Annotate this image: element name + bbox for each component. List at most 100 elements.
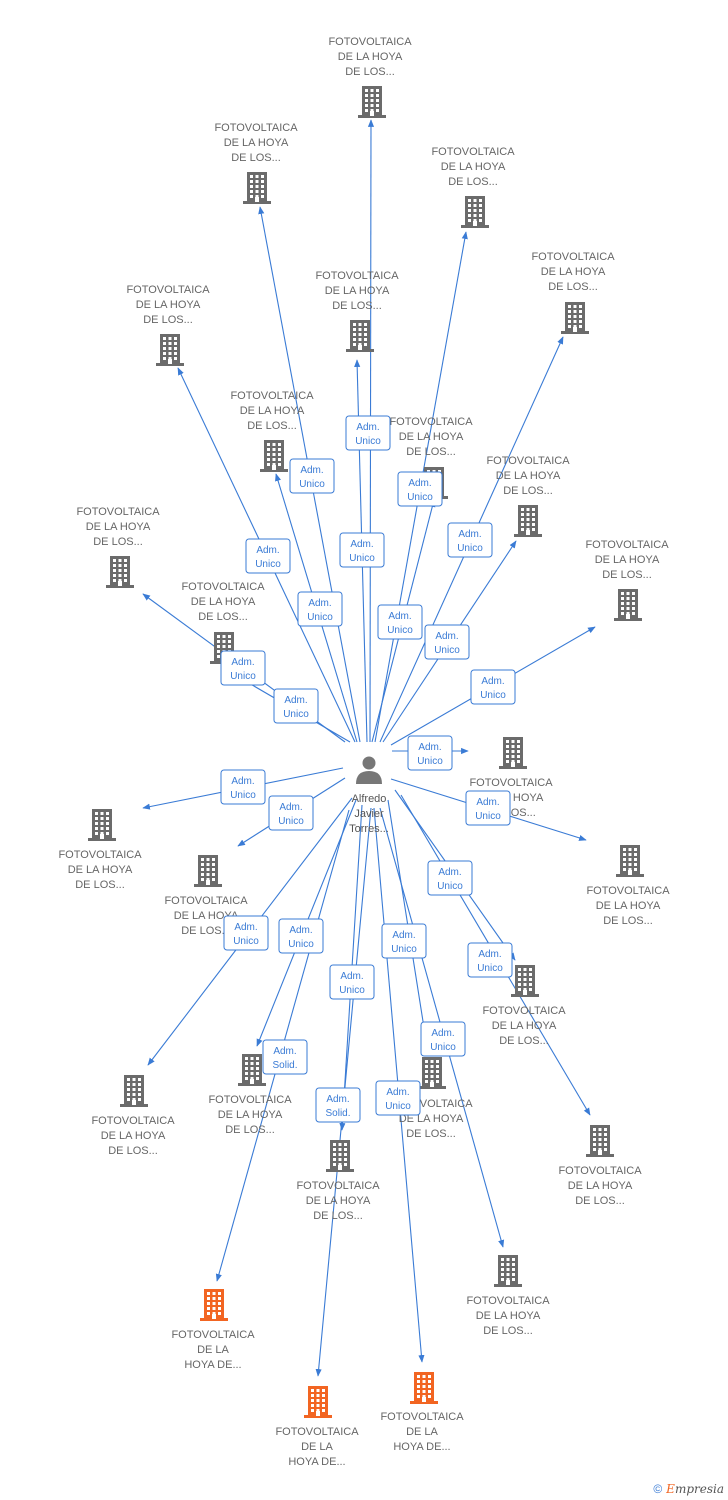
edge-role-label[interactable]: Adm.Unico — [289, 458, 335, 494]
company-name-line: FOTOVOLTAICA — [469, 777, 553, 789]
edge-role-label[interactable]: Adm.Unico — [245, 538, 291, 574]
edge-role-label[interactable]: Adm.Solid. — [315, 1087, 361, 1123]
company-name-line: FOTOVOLTAICA — [389, 416, 473, 428]
edge-role-label[interactable]: Adm.Unico — [465, 790, 511, 826]
company-name-line: DE LA HOYA — [218, 1109, 283, 1121]
edge-label-box — [420, 1021, 466, 1057]
edge-label-box — [427, 860, 473, 896]
edge-role-label[interactable]: Adm.Unico — [220, 769, 266, 805]
company-name-line: DE LA HOYA — [191, 596, 256, 608]
edge-role-label[interactable]: Adm.Unico — [223, 915, 269, 951]
company-name-line: DE LOS... — [181, 925, 231, 937]
edge-role-line-1: Adm. — [284, 695, 307, 706]
edge-role-line-1: Adm. — [408, 478, 431, 489]
edge-role-label[interactable]: Adm.Unico — [220, 650, 266, 686]
company-name-line: DE LA HOYA — [476, 1310, 541, 1322]
company-name-line: FOTOVOLTAICA — [380, 1411, 464, 1423]
company-name-line: FOTOVOLTAICA — [328, 36, 412, 48]
edge-role-label[interactable]: Adm.Unico — [329, 964, 375, 1000]
building-icon — [120, 1075, 148, 1107]
center-person-node[interactable]: AlfredoJavierTorres... — [349, 756, 389, 836]
company-name-line: FOTOVOLTAICA — [208, 1094, 292, 1106]
edge-role-label[interactable]: Adm.Unico — [377, 604, 423, 640]
company-name-line: DE LOS... — [332, 300, 382, 312]
edge-role-label[interactable]: Adm.Unico — [467, 942, 513, 978]
edge-label-box — [407, 735, 453, 771]
edge-label-box — [465, 790, 511, 826]
edge-role-label[interactable]: Adm.Unico — [427, 860, 473, 896]
edge-role-label[interactable]: Adm.Unico — [375, 1080, 421, 1116]
edge-role-line-2: Unico — [307, 612, 333, 623]
building-icon — [461, 196, 489, 228]
edge-role-label[interactable]: Adm.Unico — [407, 735, 453, 771]
edge-label-box — [297, 591, 343, 627]
company-name-line: DE LOS... — [345, 66, 395, 78]
building-icon — [586, 1125, 614, 1157]
edge-role-line-1: Adm. — [340, 971, 363, 982]
building-icon — [304, 1386, 332, 1418]
edge-role-label[interactable]: Adm.Unico — [397, 471, 443, 507]
edge-role-line-2: Unico — [288, 939, 314, 950]
edge-label-box — [220, 650, 266, 686]
edge-label-box — [467, 942, 513, 978]
company-name-line: FOTOVOLTAICA — [482, 1005, 566, 1017]
company-name-line: FOTOVOLTAICA — [531, 251, 615, 263]
company-name-line: DE LOS... — [108, 1145, 158, 1157]
edge-label-box — [315, 1087, 361, 1123]
edge-role-line-1: Adm. — [356, 422, 379, 433]
edge-role-label[interactable]: Adm.Unico — [278, 918, 324, 954]
edge-role-line-2: Unico — [355, 436, 381, 447]
company-name-line: FOTOVOLTAICA — [275, 1426, 359, 1438]
company-name-line: DE LOS... — [231, 152, 281, 164]
edge-role-label[interactable]: Adm. Unico — [345, 415, 391, 451]
edge-role-line-2: Solid. — [325, 1108, 350, 1119]
company-name-line: DE LA HOYA — [541, 266, 606, 278]
edge-role-label[interactable]: Adm.Unico — [297, 591, 343, 627]
building-icon — [511, 965, 539, 997]
edge-label-box — [268, 795, 314, 831]
company-name-line: DE LA HOYA — [399, 1113, 464, 1125]
edge-role-label[interactable]: Adm.Unico — [420, 1021, 466, 1057]
edge-role-label[interactable]: Adm.Unico — [470, 669, 516, 705]
company-name-line: DE LA — [406, 1426, 438, 1438]
person-name-line: Alfredo — [352, 793, 387, 805]
edge-role-label[interactable]: Adm.Unico — [268, 795, 314, 831]
edge-role-label[interactable]: Adm.Solid. — [262, 1039, 308, 1075]
edge-role-label[interactable]: Adm.Unico — [273, 688, 319, 724]
building-icon — [88, 809, 116, 841]
edge-role-line-1: Adm. — [386, 1087, 409, 1098]
company-name-line: DE LOS... — [406, 446, 456, 458]
company-name-line: DE LA HOYA — [595, 554, 660, 566]
company-name-line: DE LA HOYA — [136, 299, 201, 311]
edge-role-label[interactable]: Adm.Unico — [339, 532, 385, 568]
edge-role-label[interactable]: Adm.Unico — [424, 624, 470, 660]
edge-role-label[interactable]: Adm.Unico — [447, 522, 493, 558]
edge-role-line-2: Unico — [387, 625, 413, 636]
company-name-line: FOTOVOLTAICA — [58, 849, 142, 861]
company-name-line: FOTOVOLTAICA — [486, 455, 570, 467]
edge-role-label[interactable]: Adm.Unico — [381, 923, 427, 959]
